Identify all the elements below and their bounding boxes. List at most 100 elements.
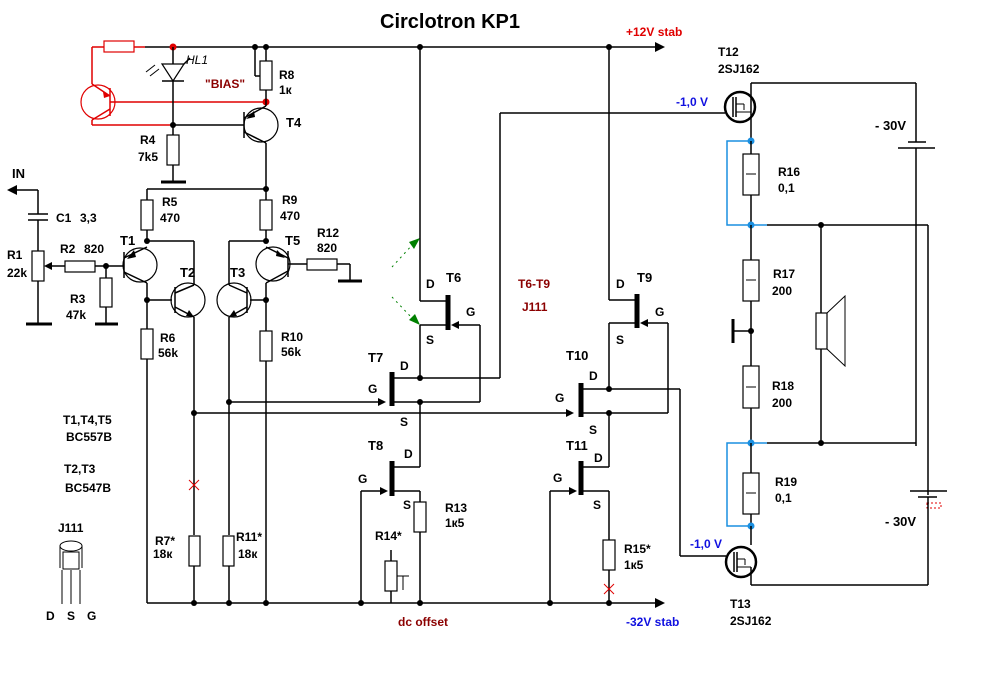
t6-pin-s: S: [426, 333, 434, 347]
t8-pin-s: S: [403, 498, 411, 512]
r9-value: 470: [280, 209, 300, 223]
jfet-t11: T11 D G S: [549, 438, 610, 603]
resistor-r7: R7* 18к: [153, 479, 201, 603]
r18-label: R18: [772, 379, 794, 393]
r11-value: 18к: [238, 547, 258, 561]
supply-top-label: - 30V: [875, 118, 906, 133]
jfet-t8: T8 D G S: [358, 438, 421, 603]
t7-label: T7: [368, 350, 383, 365]
r16-label: R16: [778, 165, 800, 179]
t13-gate-voltage: -1,0 V: [690, 537, 722, 551]
jfet-t6: T6 D G S: [419, 47, 481, 402]
t9-pin-g: G: [655, 305, 664, 319]
t8-pin-g: G: [358, 472, 367, 486]
t8-label: T8: [368, 438, 383, 453]
transistor-t2: T2: [147, 265, 206, 535]
jfet-t7: T7 D G S: [368, 350, 500, 467]
input-stage: IN C1 3,3 R1 22k R2 820 R3 47k: [7, 166, 124, 326]
resistor-r15: R15* 1к5: [602, 539, 651, 603]
plus-12v-rail: +12V stab: [145, 25, 682, 52]
r1-value: 22k: [7, 266, 27, 280]
ground-midpoint: [731, 319, 754, 343]
resistor-r14-trimmer[interactable]: R14*: [375, 529, 409, 603]
bias-indicator-circuit: [80, 40, 270, 126]
transistor-t3: T3: [216, 265, 266, 535]
package-label: J111: [58, 521, 84, 535]
r10-label: R10: [281, 330, 303, 344]
t10-pin-s: S: [589, 423, 597, 437]
resistor-r18: R18 200: [742, 365, 794, 443]
r19-value: 0,1: [775, 491, 792, 505]
t7-pin-d: D: [400, 359, 409, 373]
r8-bias-potentiometer[interactable]: "BIAS" R8 1к: [205, 47, 295, 102]
r12-value: 820: [317, 241, 337, 255]
t10-pin-d: D: [589, 369, 598, 383]
t6-pin-d: D: [426, 277, 435, 291]
t11-label: T11: [566, 438, 588, 453]
resistor-r10: R10 56k: [259, 300, 303, 603]
hl1-label: HL1: [186, 53, 208, 67]
r15-value: 1к5: [624, 558, 644, 572]
jfet-group-label: T6-T9: [518, 277, 550, 291]
r1-label: R1: [7, 248, 23, 262]
r11-label: R11*: [236, 530, 262, 544]
r9-label: R9: [282, 193, 298, 207]
t9-pin-s: S: [616, 333, 624, 347]
loudspeaker-icon: [815, 225, 846, 446]
t11-pin-d: D: [594, 451, 603, 465]
r14-label: R14*: [375, 529, 402, 543]
t12-label: T12: [718, 45, 739, 59]
parts-legend: T1,T4,T5 BC557B T2,T3 BC547B: [63, 413, 112, 495]
input-label[interactable]: IN: [12, 166, 25, 181]
resistor-r12: R12 820: [306, 226, 362, 283]
r12-label: R12: [317, 226, 339, 240]
j111-package-icon: J111 D S G: [46, 521, 96, 623]
t12-part: 2SJ162: [718, 62, 760, 76]
minus-32v-label: -32V stab: [626, 615, 679, 629]
transistor-t1: T1: [120, 233, 195, 303]
r13-label: R13: [445, 501, 467, 515]
t10-label: T10: [566, 348, 588, 363]
package-pin-d: D: [46, 609, 55, 623]
t3-label: T3: [230, 265, 245, 280]
resistor-r11: R11* 18к: [222, 530, 262, 603]
r2-label: R2: [60, 242, 76, 256]
t11-pin-s: S: [593, 498, 601, 512]
mosfet-t13: T13 2SJ162 -1,0 V: [690, 537, 928, 628]
resistor-r16: R16 0,1: [726, 137, 800, 229]
r16-value: 0,1: [778, 181, 795, 195]
t7-pin-s: S: [400, 415, 408, 429]
dc-offset-label: dc offset: [398, 615, 448, 629]
jfet-group-part: J111: [522, 300, 548, 314]
resistor-r19: R19 0,1: [726, 439, 797, 545]
t5-label: T5: [285, 233, 300, 248]
r19-label: R19: [775, 475, 797, 489]
resistor-r17: R17 200: [742, 225, 795, 366]
r17-label: R17: [773, 267, 795, 281]
t4-label: T4: [286, 115, 302, 130]
r4-value: 7k5: [138, 150, 158, 164]
r10-value: 56k: [281, 345, 301, 359]
package-pin-g: G: [87, 609, 96, 623]
led-hl1: HL1: [145, 47, 208, 128]
c1-value: 3,3: [80, 211, 97, 225]
t8-pin-d: D: [404, 447, 413, 461]
r13-value: 1к5: [445, 516, 465, 530]
jfet-t10: T10 D G S: [555, 348, 680, 467]
t11-pin-g: G: [553, 471, 562, 485]
t13-part: 2SJ162: [730, 614, 772, 628]
r18-value: 200: [772, 396, 792, 410]
resistor-r4: R4 7k5: [138, 125, 186, 184]
resistor-r5: R5 470: [140, 189, 180, 244]
pnp-list: T1,T4,T5: [63, 413, 112, 427]
supply-bottom-label: - 30V: [885, 514, 916, 529]
t2-label: T2: [180, 265, 195, 280]
battery-bottom: - 30V: [885, 490, 947, 585]
c1-label: C1: [56, 211, 72, 225]
r2-value: 820: [84, 242, 104, 256]
r5-label: R5: [162, 195, 178, 209]
t13-label: T13: [730, 597, 751, 611]
transistor-t4: T4: [173, 102, 302, 187]
mosfet-t12: T12 2SJ162 -1,0 V: [676, 45, 916, 141]
